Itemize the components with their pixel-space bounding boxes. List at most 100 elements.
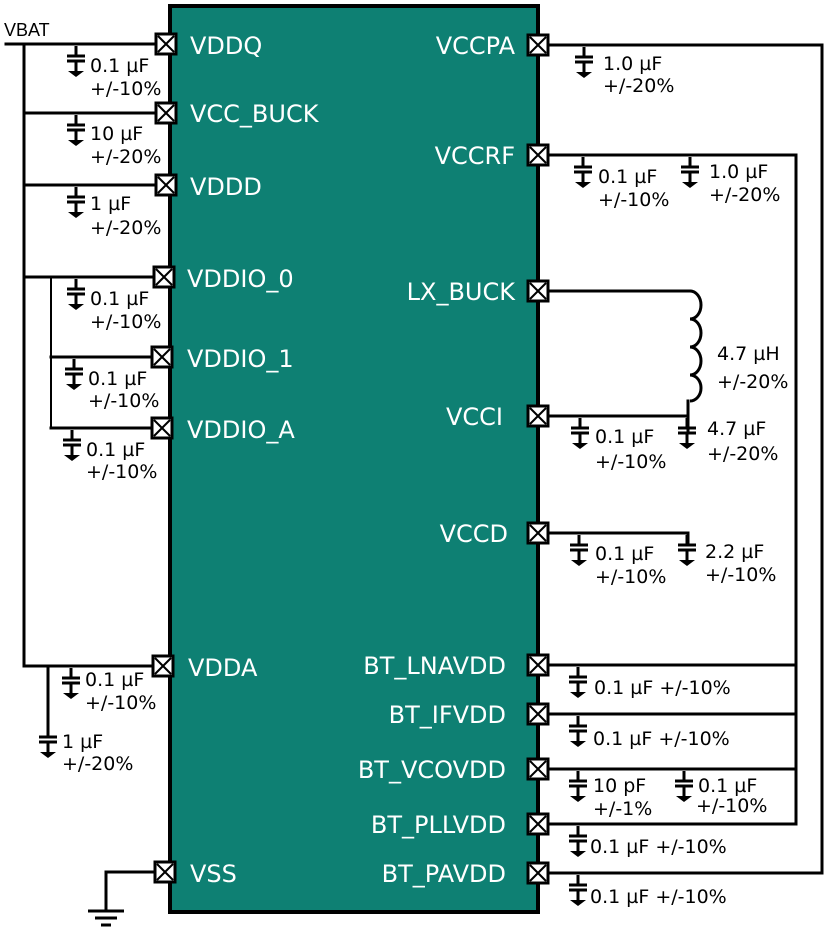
cap-value: 2.2 µF bbox=[705, 541, 764, 563]
pin-label: VDDA bbox=[188, 654, 258, 682]
cap-value: 10 pF bbox=[593, 775, 646, 797]
capacitor-icon bbox=[567, 873, 589, 908]
cap-label: 0.1 µF +/-10% bbox=[590, 836, 727, 858]
capacitor-icon bbox=[573, 45, 595, 80]
capacitor-icon bbox=[567, 714, 589, 749]
capacitor-icon bbox=[676, 533, 698, 568]
ground-icon bbox=[88, 909, 124, 927]
cap-tolerance: +/-20% bbox=[90, 146, 161, 168]
cap-value: 0.1 µF bbox=[595, 543, 654, 565]
capacitor-icon bbox=[65, 113, 87, 148]
capacitor-icon bbox=[567, 824, 589, 859]
cap-tolerance: +/-20% bbox=[707, 443, 778, 465]
cap-tolerance: +/-20% bbox=[603, 75, 674, 97]
pin-vdda bbox=[151, 654, 175, 678]
pin-vcc-buck bbox=[154, 101, 178, 125]
cap-tolerance: +/-1% bbox=[593, 798, 652, 820]
pin-label: VDDIO_A bbox=[187, 416, 295, 444]
capacitor-icon bbox=[65, 277, 87, 312]
capacitor-icon bbox=[572, 155, 594, 190]
cap-value: 0.1 µF bbox=[86, 439, 145, 461]
capacitor-icon bbox=[568, 533, 590, 568]
cap-value: 0.1 µF bbox=[90, 288, 149, 310]
capacitor-icon bbox=[567, 769, 589, 804]
cap-tolerance: +/-10% bbox=[705, 564, 776, 586]
cap-label: 0.1 µF +/-10% bbox=[593, 728, 730, 750]
cap-tolerance: +/-10% bbox=[595, 451, 666, 473]
cap-tolerance: +/-10% bbox=[598, 189, 669, 211]
pin-vddio-1 bbox=[150, 345, 174, 369]
pin-vccd bbox=[526, 521, 550, 545]
cap-tolerance: +/-10% bbox=[696, 795, 767, 817]
pin-label: VDDIO_1 bbox=[187, 345, 294, 373]
cap-tolerance: +/-10% bbox=[88, 390, 159, 412]
capacitor-icon bbox=[37, 725, 59, 760]
pin-label: VCCI bbox=[446, 403, 503, 431]
pin-bt-ifvdd bbox=[526, 702, 550, 726]
pin-label: VSS bbox=[190, 860, 237, 888]
cap-value: 0.1 µF bbox=[598, 166, 657, 188]
pin-vccrf bbox=[526, 143, 550, 167]
capacitor-icon bbox=[61, 428, 83, 463]
pin-bt-vcovdd bbox=[526, 757, 550, 781]
pin-vddq bbox=[154, 32, 178, 56]
capacitor-icon bbox=[60, 666, 82, 701]
pin-lx-buck bbox=[526, 279, 550, 303]
inductor-icon bbox=[689, 289, 703, 403]
capacitor-icon bbox=[676, 416, 698, 451]
cap-tolerance: +/-10% bbox=[90, 78, 161, 100]
pin-label: VCCD bbox=[440, 520, 508, 548]
pin-bt-pavdd bbox=[526, 861, 550, 885]
pin-label: VCCRF bbox=[435, 142, 515, 170]
pin-label: BT_PAVDD bbox=[382, 860, 506, 888]
capacitor-icon bbox=[679, 155, 701, 190]
pin-label: VDDIO_0 bbox=[187, 265, 294, 293]
pin-label: VCCPA bbox=[436, 32, 516, 60]
inductor-tolerance: +/-20% bbox=[717, 371, 788, 393]
cap-value: 1 µF bbox=[62, 731, 103, 753]
pin-bt-lnavdd bbox=[526, 653, 550, 677]
pin-vddio-0 bbox=[152, 265, 176, 289]
capacitor-icon bbox=[673, 769, 695, 804]
cap-value: 0.1 µF bbox=[698, 775, 757, 797]
cap-value: 1 µF bbox=[90, 193, 131, 215]
cap-value: 10 µF bbox=[90, 123, 143, 145]
inductor-value: 4.7 µH bbox=[717, 343, 780, 365]
cap-value: 0.1 µF bbox=[85, 669, 144, 691]
cap-tolerance: +/-10% bbox=[90, 311, 161, 333]
cap-value: 0.1 µF bbox=[90, 55, 149, 77]
ic-chip-body bbox=[168, 4, 540, 914]
pin-vccpa bbox=[526, 33, 550, 57]
pin-label: VDDQ bbox=[190, 32, 262, 60]
left-wiring bbox=[4, 42, 158, 912]
pin-label: VDDD bbox=[190, 173, 262, 201]
pin-label: BT_PLLVDD bbox=[371, 811, 506, 839]
pin-label: BT_LNAVDD bbox=[363, 652, 506, 680]
cap-tolerance: +/-10% bbox=[85, 692, 156, 714]
cap-tolerance: +/-10% bbox=[595, 566, 666, 588]
capacitor-icon bbox=[569, 416, 591, 451]
pin-vss bbox=[153, 860, 177, 884]
cap-value: 0.1 µF bbox=[595, 426, 654, 448]
right-wiring bbox=[546, 43, 824, 875]
capacitor-icon bbox=[65, 44, 87, 79]
cap-value: 1.0 µF bbox=[709, 161, 768, 183]
pin-bt-pllvdd bbox=[526, 812, 550, 836]
pin-label: VCC_BUCK bbox=[190, 100, 320, 128]
cap-value: 0.1 µF bbox=[88, 368, 147, 390]
net-label-vbat: VBAT bbox=[4, 20, 50, 40]
capacitor-icon bbox=[65, 185, 87, 220]
pin-label: LX_BUCK bbox=[407, 278, 517, 306]
cap-label: 0.1 µF +/-10% bbox=[590, 886, 727, 908]
cap-value: 1.0 µF bbox=[603, 53, 662, 75]
pin-vcci bbox=[526, 404, 550, 428]
pin-label: BT_IFVDD bbox=[389, 701, 506, 729]
cap-label: 0.1 µF +/-10% bbox=[594, 677, 731, 699]
cap-value: 4.7 µF bbox=[707, 418, 766, 440]
cap-tolerance: +/-20% bbox=[709, 184, 780, 206]
pin-label: BT_VCOVDD bbox=[358, 756, 506, 784]
cap-tolerance: +/-20% bbox=[62, 753, 133, 775]
pin-vddio-a bbox=[150, 416, 174, 440]
pin-vddd bbox=[154, 173, 178, 197]
